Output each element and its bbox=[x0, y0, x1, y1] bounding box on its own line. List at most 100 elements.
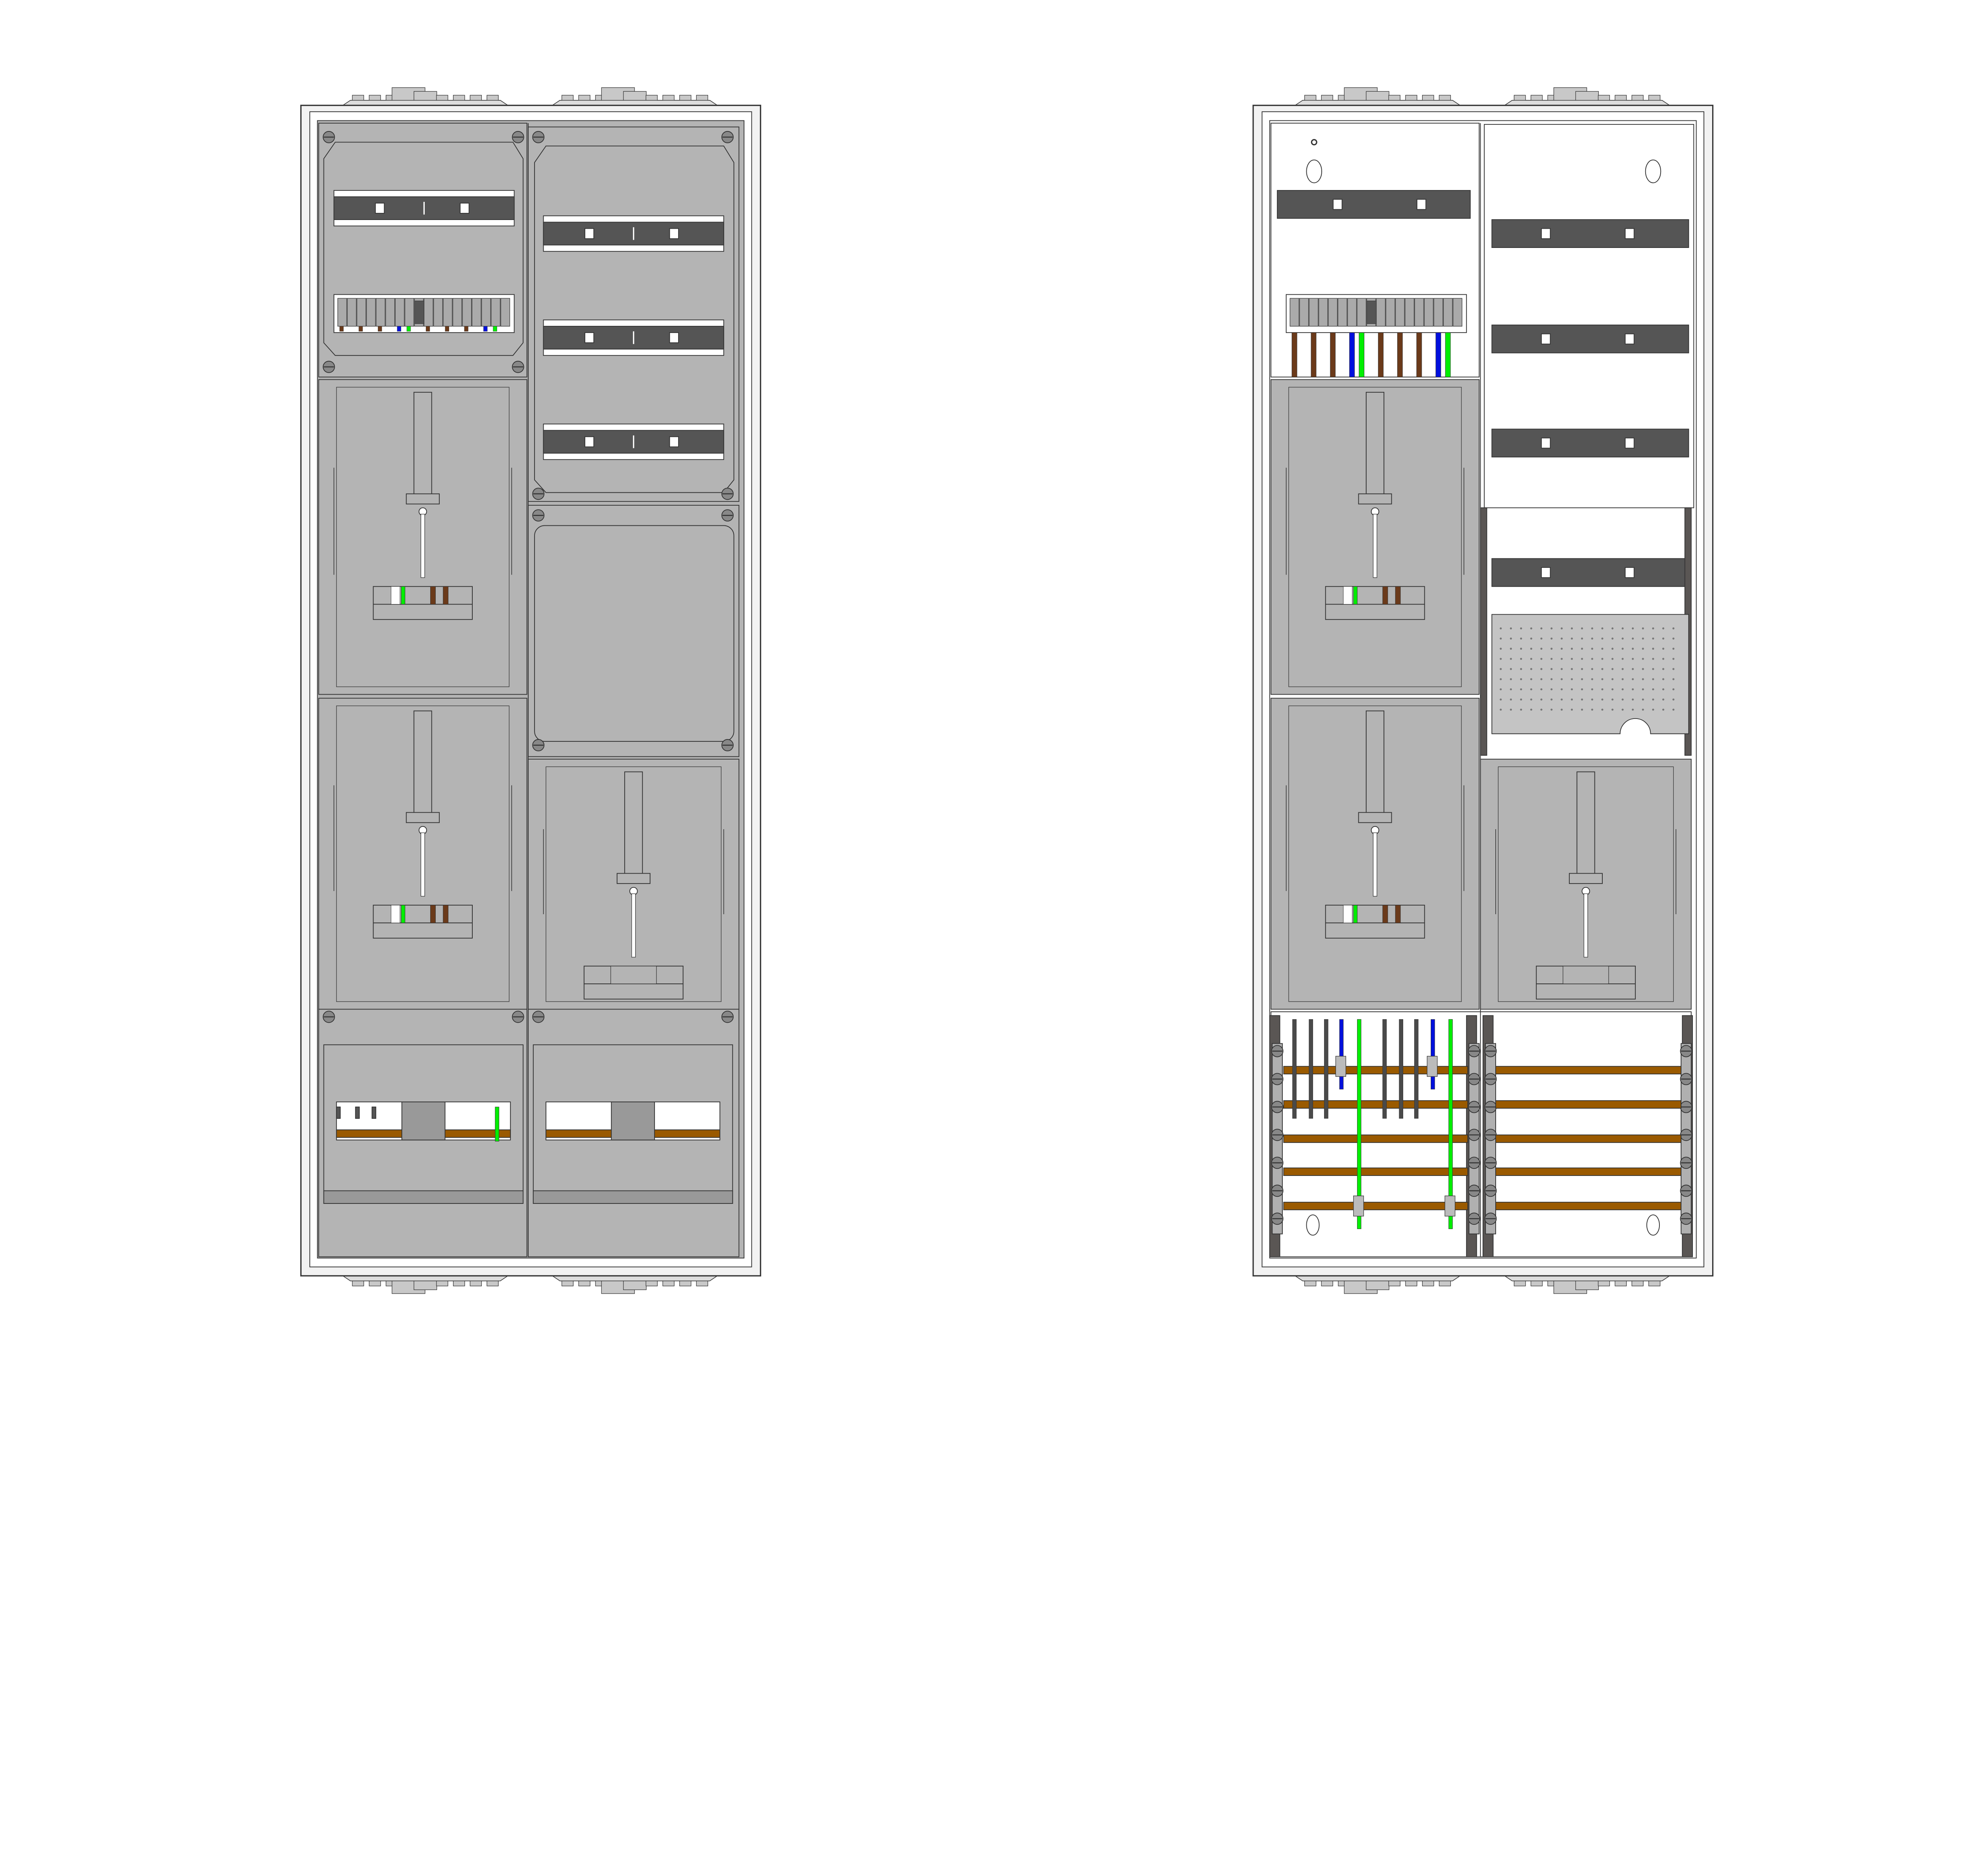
base-center bbox=[1563, 966, 1609, 984]
perforation bbox=[1570, 688, 1573, 691]
rail-slot bbox=[375, 203, 385, 214]
perforation bbox=[1570, 678, 1573, 680]
keyhole-icon bbox=[1646, 1214, 1660, 1236]
perforation bbox=[1540, 678, 1543, 680]
perforation bbox=[1601, 627, 1604, 630]
perforation bbox=[1642, 698, 1644, 700]
perforation bbox=[1621, 637, 1624, 640]
perforation bbox=[1540, 708, 1543, 711]
base-slot bbox=[1343, 586, 1352, 604]
perforation bbox=[1570, 668, 1573, 670]
cable-gland-strip bbox=[342, 1275, 509, 1294]
perforation bbox=[1642, 678, 1644, 680]
wire-stub bbox=[407, 326, 411, 332]
perforation bbox=[1550, 688, 1553, 691]
rail-slot bbox=[1541, 228, 1551, 239]
hanger-clip bbox=[1569, 873, 1603, 884]
terminal bbox=[375, 298, 385, 327]
cable-gland bbox=[662, 1281, 675, 1286]
meter-base bbox=[373, 586, 473, 620]
busbar-module bbox=[323, 1044, 524, 1204]
cable-gland bbox=[486, 95, 499, 101]
perforation bbox=[1621, 647, 1624, 650]
terminal bbox=[1357, 298, 1367, 327]
perforation bbox=[1652, 688, 1654, 691]
cable-gland bbox=[561, 95, 574, 101]
top-left-cover bbox=[318, 122, 527, 378]
hanger-rod bbox=[420, 832, 425, 897]
keyhole-icon bbox=[1306, 159, 1322, 183]
terminal bbox=[1443, 298, 1453, 327]
busbar-area bbox=[1269, 1011, 1693, 1257]
busbar bbox=[1283, 1100, 1468, 1109]
perforation bbox=[1662, 708, 1665, 711]
wire-green bbox=[1359, 332, 1365, 377]
perforation bbox=[1631, 637, 1634, 640]
wire-green bbox=[1353, 905, 1358, 923]
perforation bbox=[1642, 668, 1644, 670]
wire-green bbox=[495, 1107, 499, 1142]
busbar-clamp bbox=[611, 1102, 655, 1140]
mounting-strip bbox=[1480, 507, 1487, 756]
gland-base bbox=[342, 1275, 509, 1281]
meter-panel bbox=[1271, 379, 1480, 695]
din-rail bbox=[543, 319, 724, 356]
perforation bbox=[1510, 647, 1512, 650]
perforation bbox=[1530, 637, 1532, 640]
perforation bbox=[1662, 678, 1665, 680]
wire-stub bbox=[397, 326, 401, 332]
perforation bbox=[1500, 678, 1502, 680]
perforation bbox=[1500, 627, 1502, 630]
perforation bbox=[1631, 627, 1634, 630]
wire-stub bbox=[445, 326, 449, 332]
perforation bbox=[1540, 647, 1543, 650]
terminal bbox=[462, 298, 472, 327]
terminal bbox=[1424, 298, 1434, 327]
perforation bbox=[1520, 658, 1522, 660]
keyhole-icon bbox=[1645, 159, 1661, 183]
perforation bbox=[1591, 698, 1593, 700]
cable-gland bbox=[413, 91, 437, 101]
rail-slot bbox=[1417, 199, 1426, 210]
perforation bbox=[1591, 688, 1593, 691]
cable-gland bbox=[1514, 95, 1526, 101]
perforation bbox=[1601, 688, 1604, 691]
perforation bbox=[1581, 647, 1583, 650]
base-slot bbox=[1343, 905, 1352, 923]
terminal bbox=[1385, 298, 1395, 327]
perforation bbox=[1570, 627, 1573, 630]
terminal-block bbox=[1285, 294, 1467, 377]
din-rail-body bbox=[1491, 324, 1689, 353]
perforation bbox=[1672, 647, 1675, 650]
cable-gland bbox=[1422, 95, 1434, 101]
perforation bbox=[1540, 668, 1543, 670]
tap bbox=[372, 1106, 376, 1119]
perforation bbox=[1662, 627, 1665, 630]
perforation bbox=[1500, 668, 1502, 670]
wire-green bbox=[401, 905, 405, 923]
perforation bbox=[1581, 688, 1583, 691]
perforation bbox=[1530, 668, 1532, 670]
wire-brown bbox=[443, 586, 449, 604]
perforation bbox=[1611, 668, 1614, 670]
wire-brown bbox=[1291, 332, 1297, 377]
cable-gland bbox=[413, 1281, 437, 1290]
top-right-open bbox=[1480, 124, 1694, 756]
rail-slot bbox=[669, 228, 679, 239]
cable-gland bbox=[1615, 95, 1627, 101]
busbar-clamp bbox=[401, 1102, 446, 1140]
perforation bbox=[1570, 647, 1573, 650]
cable-gland bbox=[1366, 91, 1389, 101]
cable-gland bbox=[1598, 1281, 1610, 1286]
meter-hanger bbox=[624, 771, 643, 876]
perforation bbox=[1570, 637, 1573, 640]
din-rail bbox=[543, 215, 724, 252]
terminal bbox=[500, 298, 510, 327]
wire-blue bbox=[1435, 332, 1441, 377]
cabinet-technical-drawing bbox=[300, 87, 1714, 1294]
perforation bbox=[1631, 668, 1634, 670]
perforation bbox=[1601, 668, 1604, 670]
hanger-clip bbox=[406, 493, 440, 505]
wire-brown bbox=[443, 905, 449, 923]
perforation bbox=[1621, 688, 1624, 691]
